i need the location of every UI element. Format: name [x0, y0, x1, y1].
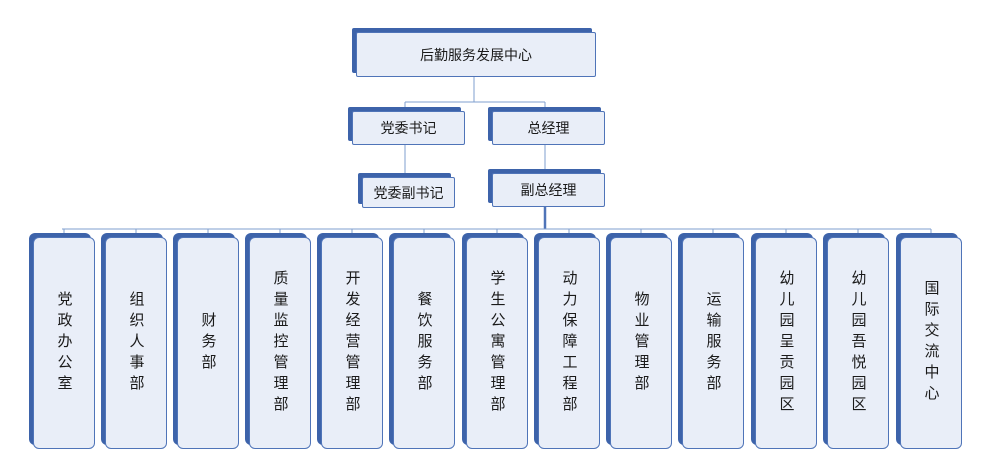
department-label: 物业管理部: [632, 290, 651, 396]
department-label: 财务部: [199, 311, 218, 375]
department-label: 国际交流中心: [922, 280, 941, 406]
department-node: 餐饮服务部: [393, 237, 455, 449]
department-label: 幼儿园呈贡园区: [777, 269, 796, 417]
deputy-party-secretary-label: 党委副书记: [373, 185, 444, 202]
root-node: 后勤服务发展中心: [356, 32, 596, 77]
department-node: 物业管理部: [610, 237, 672, 449]
department-node: 幼儿园呈贡园区: [755, 237, 817, 449]
department-label: 动力保障工程部: [560, 269, 579, 417]
department-label: 餐饮服务部: [415, 290, 434, 396]
party-secretary-node: 党委书记: [352, 111, 465, 145]
party-secretary-label: 党委书记: [380, 121, 437, 137]
department-node: 学生公寓管理部: [466, 237, 528, 449]
department-label: 学生公寓管理部: [488, 269, 507, 417]
department-label: 党政办公室: [55, 290, 74, 396]
deputy-general-manager-node: 副总经理: [492, 173, 605, 207]
general-manager-node: 总经理: [492, 111, 605, 145]
deputy-party-secretary-node: 党委副书记: [362, 177, 455, 208]
department-label: 开发经营管理部: [343, 269, 362, 417]
department-node: 幼儿园吾悦园区: [827, 237, 889, 449]
general-manager-label: 总经理: [527, 121, 570, 137]
department-label: 组织人事部: [127, 290, 146, 396]
department-node: 财务部: [177, 237, 239, 449]
department-node: 国际交流中心: [900, 237, 962, 449]
department-node: 党政办公室: [33, 237, 95, 449]
root-label: 后勤服务发展中心: [420, 47, 532, 64]
department-node: 运输服务部: [682, 237, 744, 449]
department-node: 组织人事部: [105, 237, 167, 449]
department-node: 质量监控管理部: [249, 237, 311, 449]
department-label: 质量监控管理部: [271, 269, 290, 417]
deputy-general-manager-label: 副总经理: [520, 183, 577, 199]
department-label: 幼儿园吾悦园区: [849, 269, 868, 417]
department-node: 动力保障工程部: [538, 237, 600, 449]
department-node: 开发经营管理部: [321, 237, 383, 449]
department-label: 运输服务部: [704, 290, 723, 396]
